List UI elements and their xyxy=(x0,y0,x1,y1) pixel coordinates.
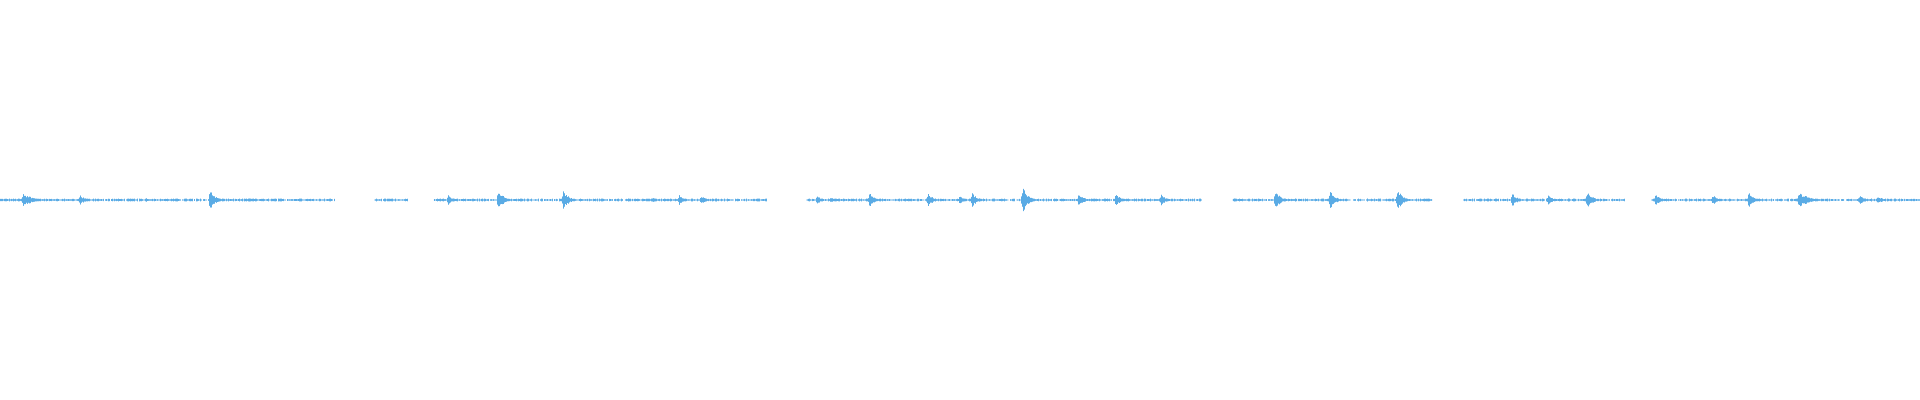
waveform-signal xyxy=(0,188,1920,212)
